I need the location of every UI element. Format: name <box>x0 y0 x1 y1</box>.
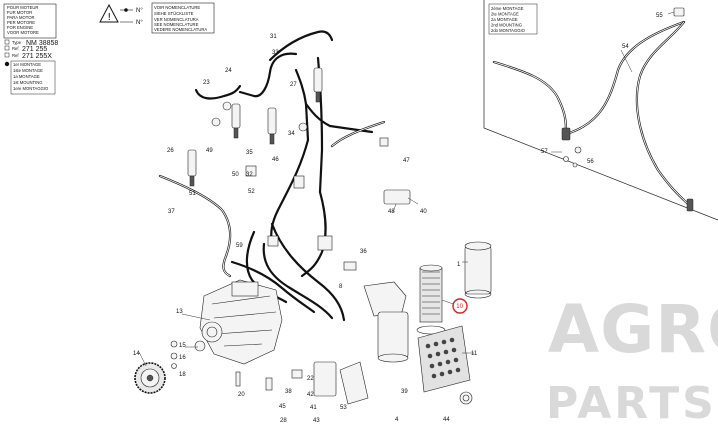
callout-28: 28 <box>280 418 287 424</box>
engine-info-box: POUR MOTEUR FUR MOTOR PARA MOTOR PER MOT… <box>3 3 58 95</box>
callout-38: 38 <box>285 389 292 395</box>
parts-kit-card <box>417 325 471 393</box>
leader-lines <box>138 11 675 367</box>
callout-48: 48 <box>388 209 395 215</box>
callout-46: 46 <box>272 157 279 163</box>
callout-4: 4 <box>395 417 399 423</box>
type-label: Type <box>12 40 22 45</box>
warning-icon <box>99 3 119 23</box>
callout-33: 33 <box>272 50 279 56</box>
fuel-filter-assembly <box>363 241 492 405</box>
callout-31: 31 <box>270 34 277 40</box>
montage-line: 1ste MONTAGE <box>13 68 43 73</box>
nomenclature-box: ! N° N° VOIR NOMENCLATURE SIEHE STÜCKLIS… <box>99 2 215 34</box>
nomenclature-line: SIEHE STÜCKLISTE <box>154 11 194 16</box>
callout-16: 16 <box>179 355 186 361</box>
callout-22: 22 <box>307 376 314 382</box>
callout-55: 55 <box>656 13 663 19</box>
callout-14: 14 <box>133 351 140 357</box>
callout-59: 59 <box>236 243 243 249</box>
callout-20: 20 <box>238 392 245 398</box>
callout-44: 44 <box>443 417 450 423</box>
n-label-1: N° <box>136 8 143 14</box>
watermark-line2: PARTS <box>546 378 717 429</box>
n-label-2: N° <box>136 20 143 26</box>
callout-45: 45 <box>279 404 286 410</box>
svg-text:!: ! <box>107 12 111 23</box>
callout-49: 49 <box>206 148 213 154</box>
callout-43: 43 <box>313 418 320 424</box>
callout-35: 35 <box>246 150 253 156</box>
montage-line: 1er MONTAGE <box>13 62 41 67</box>
engine-line: FOR ENGINE <box>7 25 33 30</box>
injectors <box>187 67 323 187</box>
callout-10: 10 <box>456 304 463 310</box>
first-mounting-dot <box>4 61 10 67</box>
montage2-line: 2a MONTAGE <box>491 17 518 22</box>
watermark: AGRO PARTS <box>546 291 718 429</box>
callout-42: 42 <box>307 392 314 398</box>
callout-47: 47 <box>403 158 410 164</box>
nomenclature-line: VEDERE NOMENCLATURA <box>154 27 207 32</box>
montage2-line: 2te MONTAGE <box>491 12 519 17</box>
second-mounting-inset: 2ème MONTAGE 2te MONTAGE 2a MONTAGE 2nd … <box>483 0 718 221</box>
callout-57: 57 <box>541 149 548 155</box>
type-value: NM 38858 <box>26 40 58 47</box>
ref-checkbox-1 <box>4 45 10 51</box>
callout-11: 11 <box>471 351 478 357</box>
montage2-line: 2nd MOUNTING <box>491 23 522 28</box>
callout-40: 40 <box>420 209 427 215</box>
callout-54: 54 <box>622 44 629 50</box>
callouts: 1 4 8 11 13 14 15 16 18 20 22 23 24 26 2… <box>133 13 663 424</box>
highlight-ring <box>452 298 468 314</box>
watermark-line1: AGRO <box>548 291 718 368</box>
engine-line: POUR MOTEUR <box>7 5 38 10</box>
callout-23: 23 <box>203 80 210 86</box>
nomenclature-line: SEE NOMENCLATURE <box>154 22 199 27</box>
callout-51: 51 <box>189 191 196 197</box>
nomenclature-line: VER NOMENCLATURA <box>154 17 199 22</box>
nomenclature-line: VOIR NOMENCLATURE <box>154 5 200 10</box>
callout-56: 56 <box>587 159 594 165</box>
montage-line: 1st MOUNTING <box>13 80 43 85</box>
small-parts <box>170 137 411 405</box>
callout-50: 50 <box>232 172 239 178</box>
injection-pipes <box>158 30 386 322</box>
drive-gear <box>134 362 166 394</box>
callout-41: 41 <box>310 405 317 411</box>
callout-52: 52 <box>248 189 255 195</box>
engine-line: FUR MOTOR <box>7 10 32 15</box>
ref-label-1: Ref <box>12 46 19 51</box>
callout-26: 26 <box>167 148 174 154</box>
montage-line: 1a MONTAGE <box>13 74 40 79</box>
callout-39: 39 <box>401 389 408 395</box>
dot-icon <box>124 8 128 12</box>
fuel-injection-pump <box>199 279 283 365</box>
callout-37: 37 <box>168 209 175 215</box>
callout-27: 27 <box>290 82 297 88</box>
type-checkbox <box>4 39 10 45</box>
montage2-line: 2do MONTAGGIO <box>491 28 526 33</box>
callout-13: 13 <box>176 309 183 315</box>
montage-line: 1ere MONTAGGIO <box>13 86 49 91</box>
engine-line: VOOR MOTORE <box>7 30 39 35</box>
callout-34: 34 <box>288 131 295 137</box>
highlighted-callout[interactable]: 10 <box>452 298 468 314</box>
ref-value-1: 271 255 <box>22 46 47 53</box>
callout-32: 32 <box>246 172 253 178</box>
callout-8: 8 <box>339 284 343 290</box>
ref-value-2: 271 255X <box>22 53 52 60</box>
ref-label-2: Ref <box>12 53 19 58</box>
engine-line: PARA MOTOR <box>7 15 35 20</box>
callout-15: 15 <box>179 343 186 349</box>
callout-1: 1 <box>457 262 461 268</box>
callout-36: 36 <box>360 249 367 255</box>
engine-line: PER MOTORE <box>7 20 35 25</box>
callout-53: 53 <box>340 405 347 411</box>
ref-checkbox-2 <box>4 52 10 58</box>
callout-18: 18 <box>179 372 186 378</box>
callout-24: 24 <box>225 68 232 74</box>
montage2-line: 2ème MONTAGE <box>491 6 524 11</box>
